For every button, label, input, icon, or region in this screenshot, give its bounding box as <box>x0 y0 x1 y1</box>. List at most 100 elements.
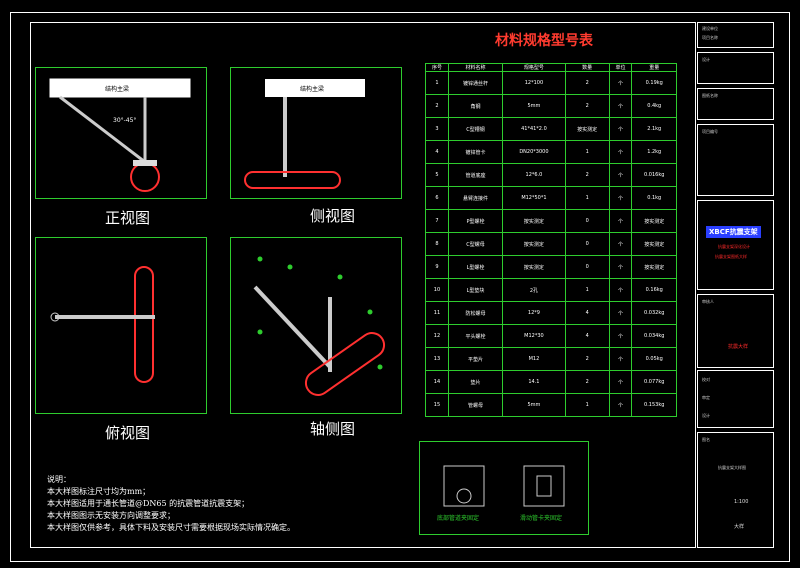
title-red-2: 抗震支架图纸大样 <box>715 254 747 259</box>
title-red-3: 抗震大样 <box>728 344 749 350</box>
title-block-cell-6: 校对 审定 设计 <box>697 370 774 428</box>
table-cell: 0.05kg <box>631 347 677 371</box>
table-cell: 个 <box>608 117 633 141</box>
table-cell: 0.077kg <box>631 370 677 394</box>
table-cell: 平头螺栓 <box>447 324 504 348</box>
table-cell: 按实测定 <box>631 209 677 233</box>
table-cell: P型螺栓 <box>447 209 504 233</box>
table-cell: 12 <box>425 324 449 348</box>
table-cell: 5mm <box>502 94 566 118</box>
notes-line: 本大样图图示无安装方向调整要求； <box>47 511 175 520</box>
side-beam-label: 结构主梁 <box>300 85 324 93</box>
table-cell: 1 <box>564 186 610 210</box>
table-cell: 1.2kg <box>631 140 677 164</box>
tb-text: 校对 <box>702 377 710 382</box>
outer-border <box>10 12 790 562</box>
title-red-1: 抗震支架深化设计 <box>718 244 750 249</box>
inner-border <box>30 22 696 548</box>
table-cell: 个 <box>608 301 633 325</box>
table-cell: 按实测定 <box>631 255 677 279</box>
table-cell: 0.16kg <box>631 278 677 302</box>
tb-text: 设计 <box>702 413 710 418</box>
tb-text: 建设单位 <box>702 26 718 31</box>
table-cell: 41*41*2.0 <box>502 117 566 141</box>
title-block-cell-5: 审核人 抗震大样 <box>697 294 774 368</box>
title-block-cell-2: 设计 <box>697 52 774 84</box>
table-cell: 2孔 <box>502 278 566 302</box>
axis-view-drawing <box>253 256 386 396</box>
axis-view-frame <box>230 237 402 414</box>
table-cell: 按实测定 <box>502 232 566 256</box>
table-cell: 按实测定 <box>502 209 566 233</box>
table-cell: 镀锌管卡 <box>447 140 504 164</box>
scale-value: 1:100 <box>734 499 749 505</box>
table-cell: 0.034kg <box>631 324 677 348</box>
table-cell: 9 <box>425 255 449 279</box>
table-cell: 4 <box>564 324 610 348</box>
table-header-row: 序号 材料名称 规格型号 数量 单位 重量 <box>425 63 677 72</box>
front-view-frame <box>35 67 207 199</box>
bottom-view-caption: 俯视图 <box>105 424 151 442</box>
table-cell: 5mm <box>502 393 566 417</box>
table-cell: 2 <box>564 71 610 95</box>
side-view-drawing: 结构主梁 <box>244 79 365 189</box>
table-cell: 个 <box>608 255 633 279</box>
tb-text: 审定 <box>702 395 710 400</box>
notes-line: 本大样图仅供参考，具体下料及安装尺寸需要根据现场实际情况确定。 <box>47 523 295 532</box>
table-cell: 镀锌通丝杆 <box>447 71 504 95</box>
table-cell: 14.1 <box>502 370 566 394</box>
table-cell: M12*30 <box>502 324 566 348</box>
table-cell: 7 <box>425 209 449 233</box>
table-cell: 14 <box>425 370 449 394</box>
tb-text: 项目名称 <box>702 35 718 40</box>
table-cell: 按实测定 <box>631 232 677 256</box>
table-cell: 5 <box>425 163 449 187</box>
table-cell: 4 <box>425 140 449 164</box>
table-cell: 0 <box>564 255 610 279</box>
side-view-frame <box>230 67 402 199</box>
detail-right-label: 滑动管卡夹固定 <box>520 515 563 522</box>
table-cell: 10 <box>425 278 449 302</box>
table-cell: 按实测定 <box>564 117 610 141</box>
table-cell: L型螺栓 <box>447 255 504 279</box>
table-cell: 2 <box>564 94 610 118</box>
table-cell: 个 <box>608 94 633 118</box>
table-cell: M12*50*1 <box>502 186 566 210</box>
table-cell: 平垫片 <box>447 347 504 371</box>
table-cell: 0.4kg <box>631 94 677 118</box>
table-cell: 管道底座 <box>447 163 504 187</box>
tb-text: 设计 <box>702 57 710 62</box>
detail-drawing <box>443 465 565 507</box>
table-title: 材料规格型号表 <box>495 33 593 49</box>
company-logo: XBCF抗震支架 <box>706 226 761 238</box>
front-beam-label: 结构主梁 <box>105 85 129 93</box>
table-cell: 0.016kg <box>631 163 677 187</box>
sheet-value: 大样 <box>734 524 745 530</box>
table-cell: 1 <box>564 278 610 302</box>
notes-block: 说明： 本大样图标注尺寸均为mm； 本大样图适用于通长管道@DN65 的抗震管道… <box>47 474 295 534</box>
bottom-view-frame <box>35 237 207 414</box>
table-cell: 个 <box>608 163 633 187</box>
header-cell: 单位 <box>608 63 633 72</box>
notes-heading: 说明： <box>47 475 71 484</box>
notes-line: 本大样图标注尺寸均为mm； <box>47 487 151 496</box>
table-cell: 2 <box>564 163 610 187</box>
table-cell: 4 <box>564 301 610 325</box>
table-cell: C型槽钢 <box>447 117 504 141</box>
table-cell: 12*6.0 <box>502 163 566 187</box>
tb-text: 图名 <box>702 437 710 442</box>
table-cell: 0.032kg <box>631 301 677 325</box>
table-cell: 0 <box>564 232 610 256</box>
tb-text: 项目编号 <box>702 129 718 134</box>
header-cell: 规格型号 <box>502 63 566 72</box>
table-cell: 0.1kg <box>631 186 677 210</box>
